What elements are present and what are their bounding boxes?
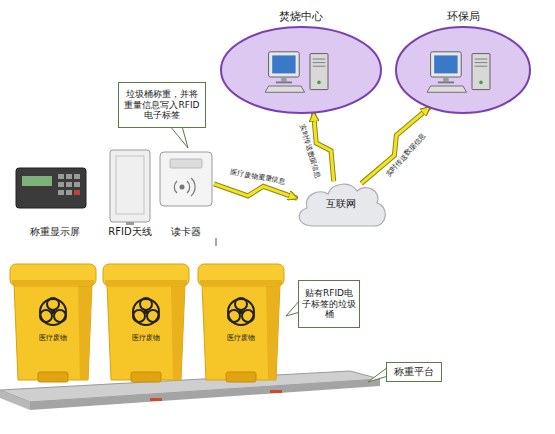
platform-mark (270, 390, 282, 393)
center-ellipse: 环保局 (393, 8, 533, 114)
display-key (66, 182, 72, 187)
ellipse-shape (396, 27, 530, 113)
display-key (74, 190, 80, 195)
internet-cloud: 互联网 (292, 176, 390, 232)
weighing-display (16, 168, 86, 208)
ellipse-shape (221, 27, 381, 113)
bin-label: 医疗废物 (126, 334, 166, 342)
center-ellipse: 焚烧中心 (218, 8, 384, 114)
node-text: 垃圾桶称重，并将重量信息写入RFID电子标签 (122, 89, 202, 121)
callout-box: 垃圾桶称重，并将重量信息写入RFID电子标签 (118, 82, 206, 128)
edge-label: 实时传送数据信息 (298, 122, 322, 180)
bin-label: 医疗废物 (221, 334, 261, 342)
platform-mark (150, 398, 162, 401)
reader-icon (160, 152, 212, 206)
device-label: 称重显示屏 (12, 226, 98, 238)
computer-icon (427, 52, 490, 93)
tick-mark (216, 238, 217, 246)
device-label: RFID天线 (100, 226, 160, 238)
callout-box: 称重平台 (386, 362, 442, 382)
node-text: 读卡器 (158, 226, 214, 238)
waste-bin (103, 264, 189, 382)
display-key (66, 190, 72, 195)
card-reader: 读卡器 (158, 150, 214, 238)
display-key (74, 182, 80, 187)
node-text: 称重平台 (394, 366, 434, 378)
waste-bin (198, 264, 284, 382)
reader-outline (158, 150, 214, 238)
antenna-panel (110, 150, 150, 222)
ellipse-outline (393, 8, 533, 114)
display-key (58, 182, 64, 187)
antenna-mount (126, 222, 134, 225)
display-key (74, 174, 80, 179)
node-text: 贴有RFID电子标签的垃圾桶 (302, 288, 356, 320)
waste-bin (10, 264, 96, 382)
node-text: 焚烧中心 (218, 10, 384, 23)
edge-label: 实时传送数据信息 (383, 131, 428, 180)
node-text: 环保局 (393, 10, 533, 23)
platform-front (30, 379, 380, 410)
cloud-shape (299, 184, 385, 226)
callout-tail (170, 126, 188, 148)
display-key (58, 190, 64, 195)
display-key (66, 174, 72, 179)
antenna-inner (116, 156, 144, 214)
bolt-outline (361, 107, 429, 183)
edge-label: 医疗废物重量信息 (229, 168, 288, 186)
node-text: 互联网 (326, 198, 356, 210)
bolt-fill (361, 107, 429, 183)
callout-box: 贴有RFID电子标签的垃圾桶 (298, 280, 360, 328)
lightning-connector (361, 107, 429, 183)
display-lcd (22, 176, 52, 186)
callout-tail (368, 367, 388, 382)
ellipse-outline (218, 8, 384, 114)
bin-label: 医疗废物 (33, 334, 73, 342)
computer-icon (265, 52, 328, 93)
platform-side (0, 390, 30, 410)
display-key (58, 174, 64, 179)
rfid-antenna (110, 150, 150, 225)
display-body (16, 168, 86, 208)
